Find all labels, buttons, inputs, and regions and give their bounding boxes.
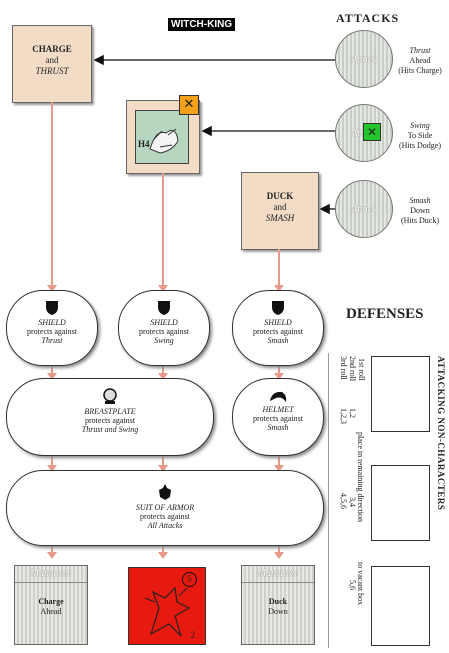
armor-protects: protects against (140, 512, 190, 521)
counter-strength: H4 (138, 139, 150, 149)
shield-swing-box[interactable]: SHIELD protects against Swing (118, 290, 210, 366)
roll-box-1[interactable] (371, 356, 430, 432)
flow-arrow-r3 (274, 456, 284, 472)
thrust-label: THRUST (35, 66, 69, 76)
orange-x-marker-icon[interactable]: ✕ (179, 95, 199, 115)
shield-smash-box[interactable]: SHIELD protects against Smash (232, 290, 324, 366)
breastplate-protects: protects against (85, 416, 135, 425)
flow-arrow-l2 (47, 364, 57, 380)
maneuver-header: Maneuver (15, 566, 87, 583)
smash-label: SMASH (265, 213, 295, 223)
shield-vs: Swing (154, 336, 174, 345)
breastplate-vs: Thrust and Swing (81, 425, 139, 434)
attacks-heading: ATTACKS (336, 11, 400, 25)
place-in-remaining-direction: place in remaining direction (356, 432, 365, 522)
flow-arrow-r4 (274, 545, 284, 559)
roll-label-3rd: 3rd roll (339, 356, 348, 380)
helmet-name: HELMET (262, 405, 294, 414)
attack-desc-smash: Smash Down (Hits Duck) (401, 196, 439, 225)
shield-protects: protects against (253, 327, 303, 336)
charge-label: CHARGE (32, 44, 72, 54)
breastplate-box[interactable]: BREASTPLATE protects against Thrust and … (6, 378, 214, 456)
maneuver-charge-label: Charge (38, 597, 64, 606)
breastplate-name: BREASTPLATE (84, 407, 136, 416)
flow-arrow-right (274, 249, 284, 292)
shield-name: SHIELD (264, 318, 292, 327)
roll-label-2nd: 2nd roll (348, 356, 357, 382)
roll-box-3[interactable] (371, 566, 430, 646)
flow-arrow-middle (158, 173, 168, 292)
counter-top-number: 5 (182, 572, 197, 587)
helmet-icon (270, 391, 287, 402)
helmet-box[interactable]: HELMET protects against Smash (232, 378, 324, 456)
attack-circle-label: Attack (351, 203, 377, 215)
shield-name: SHIELD (150, 318, 178, 327)
roll-value-4-5-6: 4,5,6 (339, 493, 348, 509)
suit-of-armor-box[interactable]: SUIT OF ARMOR protects against All Attac… (6, 470, 324, 546)
attack-circle-thrust[interactable]: Attack (335, 30, 393, 88)
flow-arrow-m3 (158, 456, 168, 472)
maneuver-duck-label: Duck (268, 597, 288, 606)
flow-arrow-l3 (47, 456, 57, 472)
flow-arrow-m2 (158, 364, 168, 380)
shield-icon (158, 301, 170, 315)
shield-protects: protects against (139, 327, 189, 336)
breastplate-icon (103, 388, 117, 404)
page-title: WITCH-KING (168, 18, 236, 31)
attacking-non-characters-heading: ATTACKING NON-CHARACTERS (436, 356, 446, 511)
duck-and: and (273, 202, 287, 212)
roll-value-1-2: 1,2 (348, 408, 357, 418)
shield-protects: protects against (27, 327, 77, 336)
charge-thrust-box[interactable]: CHARGE and THRUST (12, 25, 92, 103)
attack-desc-swing: Swing To Side (Hits Dodge) (399, 121, 441, 150)
defenses-heading: DEFENSES (346, 306, 424, 322)
flow-arrow-l4 (47, 545, 57, 559)
duck-smash-box[interactable]: DUCK and SMASH (241, 172, 319, 250)
roll-box-2[interactable] (371, 465, 430, 541)
shield-vs: Smash (267, 336, 289, 345)
armor-vs: All Attacks (147, 521, 183, 530)
flow-arrow-left (47, 102, 57, 292)
roll-table-divider (328, 353, 329, 648)
helmet-vs: Smash (267, 423, 289, 432)
witch-king-counter[interactable]: H4 (135, 110, 189, 164)
roll-value-3-4: 3,4 (348, 497, 357, 507)
suit-of-armor-icon (159, 484, 171, 500)
helmet-protects: protects against (253, 414, 303, 423)
roll-label-1st: 1st roll (357, 358, 366, 381)
nazgul-figure-icon (149, 128, 179, 154)
flow-arrow-m4 (158, 545, 168, 559)
shield-icon (46, 301, 58, 315)
dodge-box[interactable]: H4 ✕ (126, 95, 200, 174)
attack-circle-smash[interactable]: Attack (335, 180, 393, 238)
roll-value-5-6: 5,6 (348, 580, 357, 590)
attack-circle-label: Attack (351, 53, 377, 65)
shield-thrust-box[interactable]: SHIELD protects against Thrust (6, 290, 98, 366)
duck-label: DUCK (266, 191, 294, 201)
roll-value-1-2-3: 1,2,3 (339, 408, 348, 424)
maneuver-ahead-label: Ahead (40, 607, 62, 616)
armor-name: SUIT OF ARMOR (135, 503, 195, 512)
demon-figure-icon (144, 586, 191, 637)
shield-name: SHIELD (38, 318, 66, 327)
attack-circle-swing[interactable]: Attack ✕ (335, 104, 393, 162)
red-maneuver-counter[interactable]: 5 2 (128, 567, 206, 645)
attack-desc-thrust: Thrust Ahead (Hits Charge) (398, 46, 442, 75)
counter-bottom-number: 2 (190, 630, 196, 640)
maneuver-charge-box[interactable]: Maneuver Charge Ahead (14, 565, 88, 645)
shield-vs: Thrust (41, 336, 63, 345)
shield-icon (272, 301, 284, 315)
to-vacant-box: to vacant box (356, 562, 365, 606)
maneuver-down-label: Down (268, 607, 288, 616)
charge-and: and (45, 55, 59, 65)
maneuver-header: Maneuver (242, 566, 314, 583)
flow-arrow-r2 (274, 364, 284, 380)
green-x-marker-icon[interactable]: ✕ (363, 123, 381, 141)
maneuver-duck-box[interactable]: Maneuver Duck Down (241, 565, 315, 645)
